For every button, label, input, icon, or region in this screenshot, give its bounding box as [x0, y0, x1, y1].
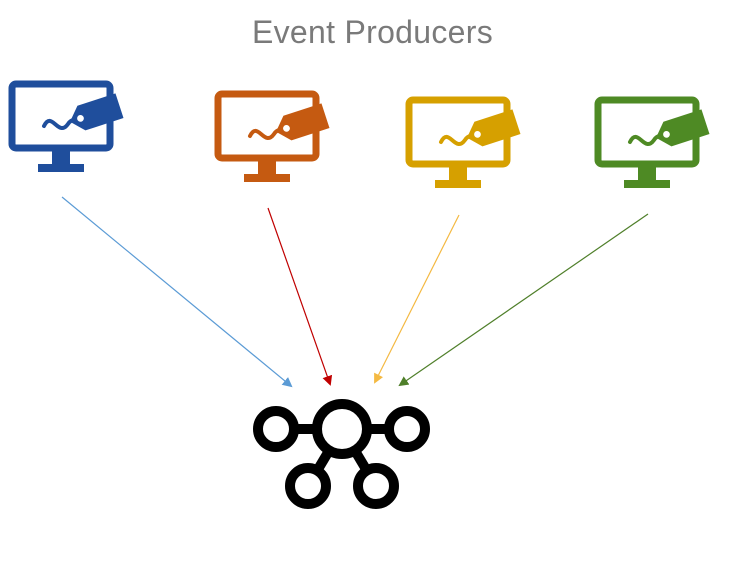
diagram-title: Event Producers [251, 14, 494, 50]
kafka-hub-icon [253, 399, 430, 509]
arrow-green [398, 213, 649, 387]
producer-blue-icon [12, 84, 123, 172]
producer-yellow-icon [409, 100, 520, 188]
producer-orange-icon [218, 94, 329, 182]
arrow-orange [267, 207, 333, 386]
producer-green-icon [598, 100, 709, 188]
arrow-yellow [374, 214, 460, 384]
arrow-blue [61, 196, 293, 388]
